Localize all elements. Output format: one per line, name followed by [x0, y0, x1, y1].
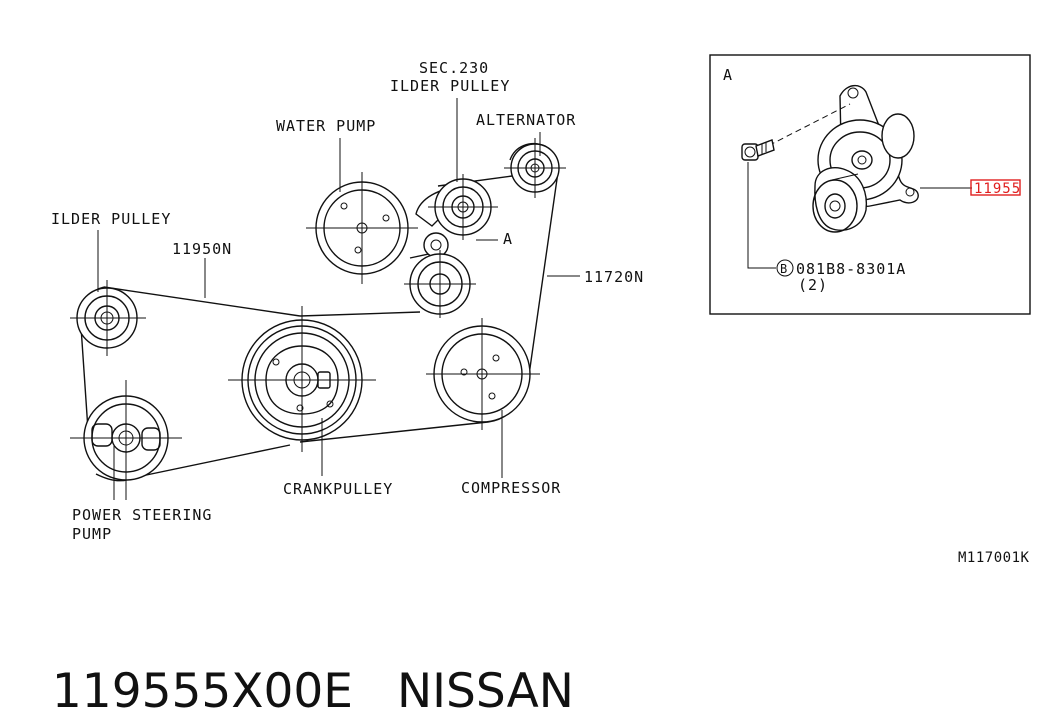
- detail-box-a: A 11955: [709, 54, 1031, 315]
- bolt-symbol-circle: [776, 259, 794, 277]
- label-crankpulley: CRANKPULLEY: [283, 480, 393, 498]
- label-power-steering: POWER STEERING: [72, 506, 212, 524]
- detail-title: A: [723, 66, 733, 84]
- idler-pulley-upper: [428, 174, 498, 240]
- alternator: [504, 138, 566, 198]
- water-pump: [306, 172, 418, 284]
- label-idler-pulley-upper: ILDER PULLEY: [390, 77, 510, 95]
- leader-bolt: [747, 162, 776, 269]
- bolt-icon: [741, 103, 851, 161]
- crank-pulley: [228, 306, 376, 452]
- tensioner-assembly: [812, 85, 919, 233]
- label-sec230: SEC.230: [419, 59, 489, 77]
- label-pump: PUMP: [72, 525, 112, 543]
- label-alternator: ALTERNATOR: [476, 111, 576, 129]
- figure-id: M117001K: [958, 550, 1030, 566]
- label-water-pump: WATER PUMP: [276, 117, 376, 135]
- leader-lines: [97, 98, 580, 500]
- label-idler-pulley-left: ILDER PULLEY: [51, 210, 171, 228]
- caption-brand: NISSAN: [397, 664, 574, 719]
- diagram-svg: SEC.230 ILDER PULLEY WATER PUMP ALTERNAT…: [51, 54, 1031, 566]
- part-highlight-box[interactable]: [970, 179, 1021, 196]
- compressor: [426, 318, 540, 430]
- label-ref-a: A: [503, 230, 513, 248]
- label-compressor: COMPRESSOR: [461, 479, 561, 497]
- idler-pulley-left: [70, 280, 146, 356]
- bolt-code: 081B8-8301A: [796, 260, 906, 278]
- caption-part-number: 119555X00E: [51, 664, 354, 719]
- label-belt-11950n: 11950N: [172, 240, 232, 258]
- bolt-symbol: B: [780, 262, 788, 276]
- power-steering-pump: [70, 380, 182, 500]
- label-belt-11720n: 11720N: [584, 268, 644, 286]
- bolt-qty: (2): [798, 276, 828, 294]
- belt-diagram: SEC.230 ILDER PULLEY WATER PUMP ALTERNAT…: [51, 54, 1031, 566]
- detail-part-number: 11955: [974, 181, 1021, 197]
- caption: 119555X00E NISSAN: [22, 596, 574, 719]
